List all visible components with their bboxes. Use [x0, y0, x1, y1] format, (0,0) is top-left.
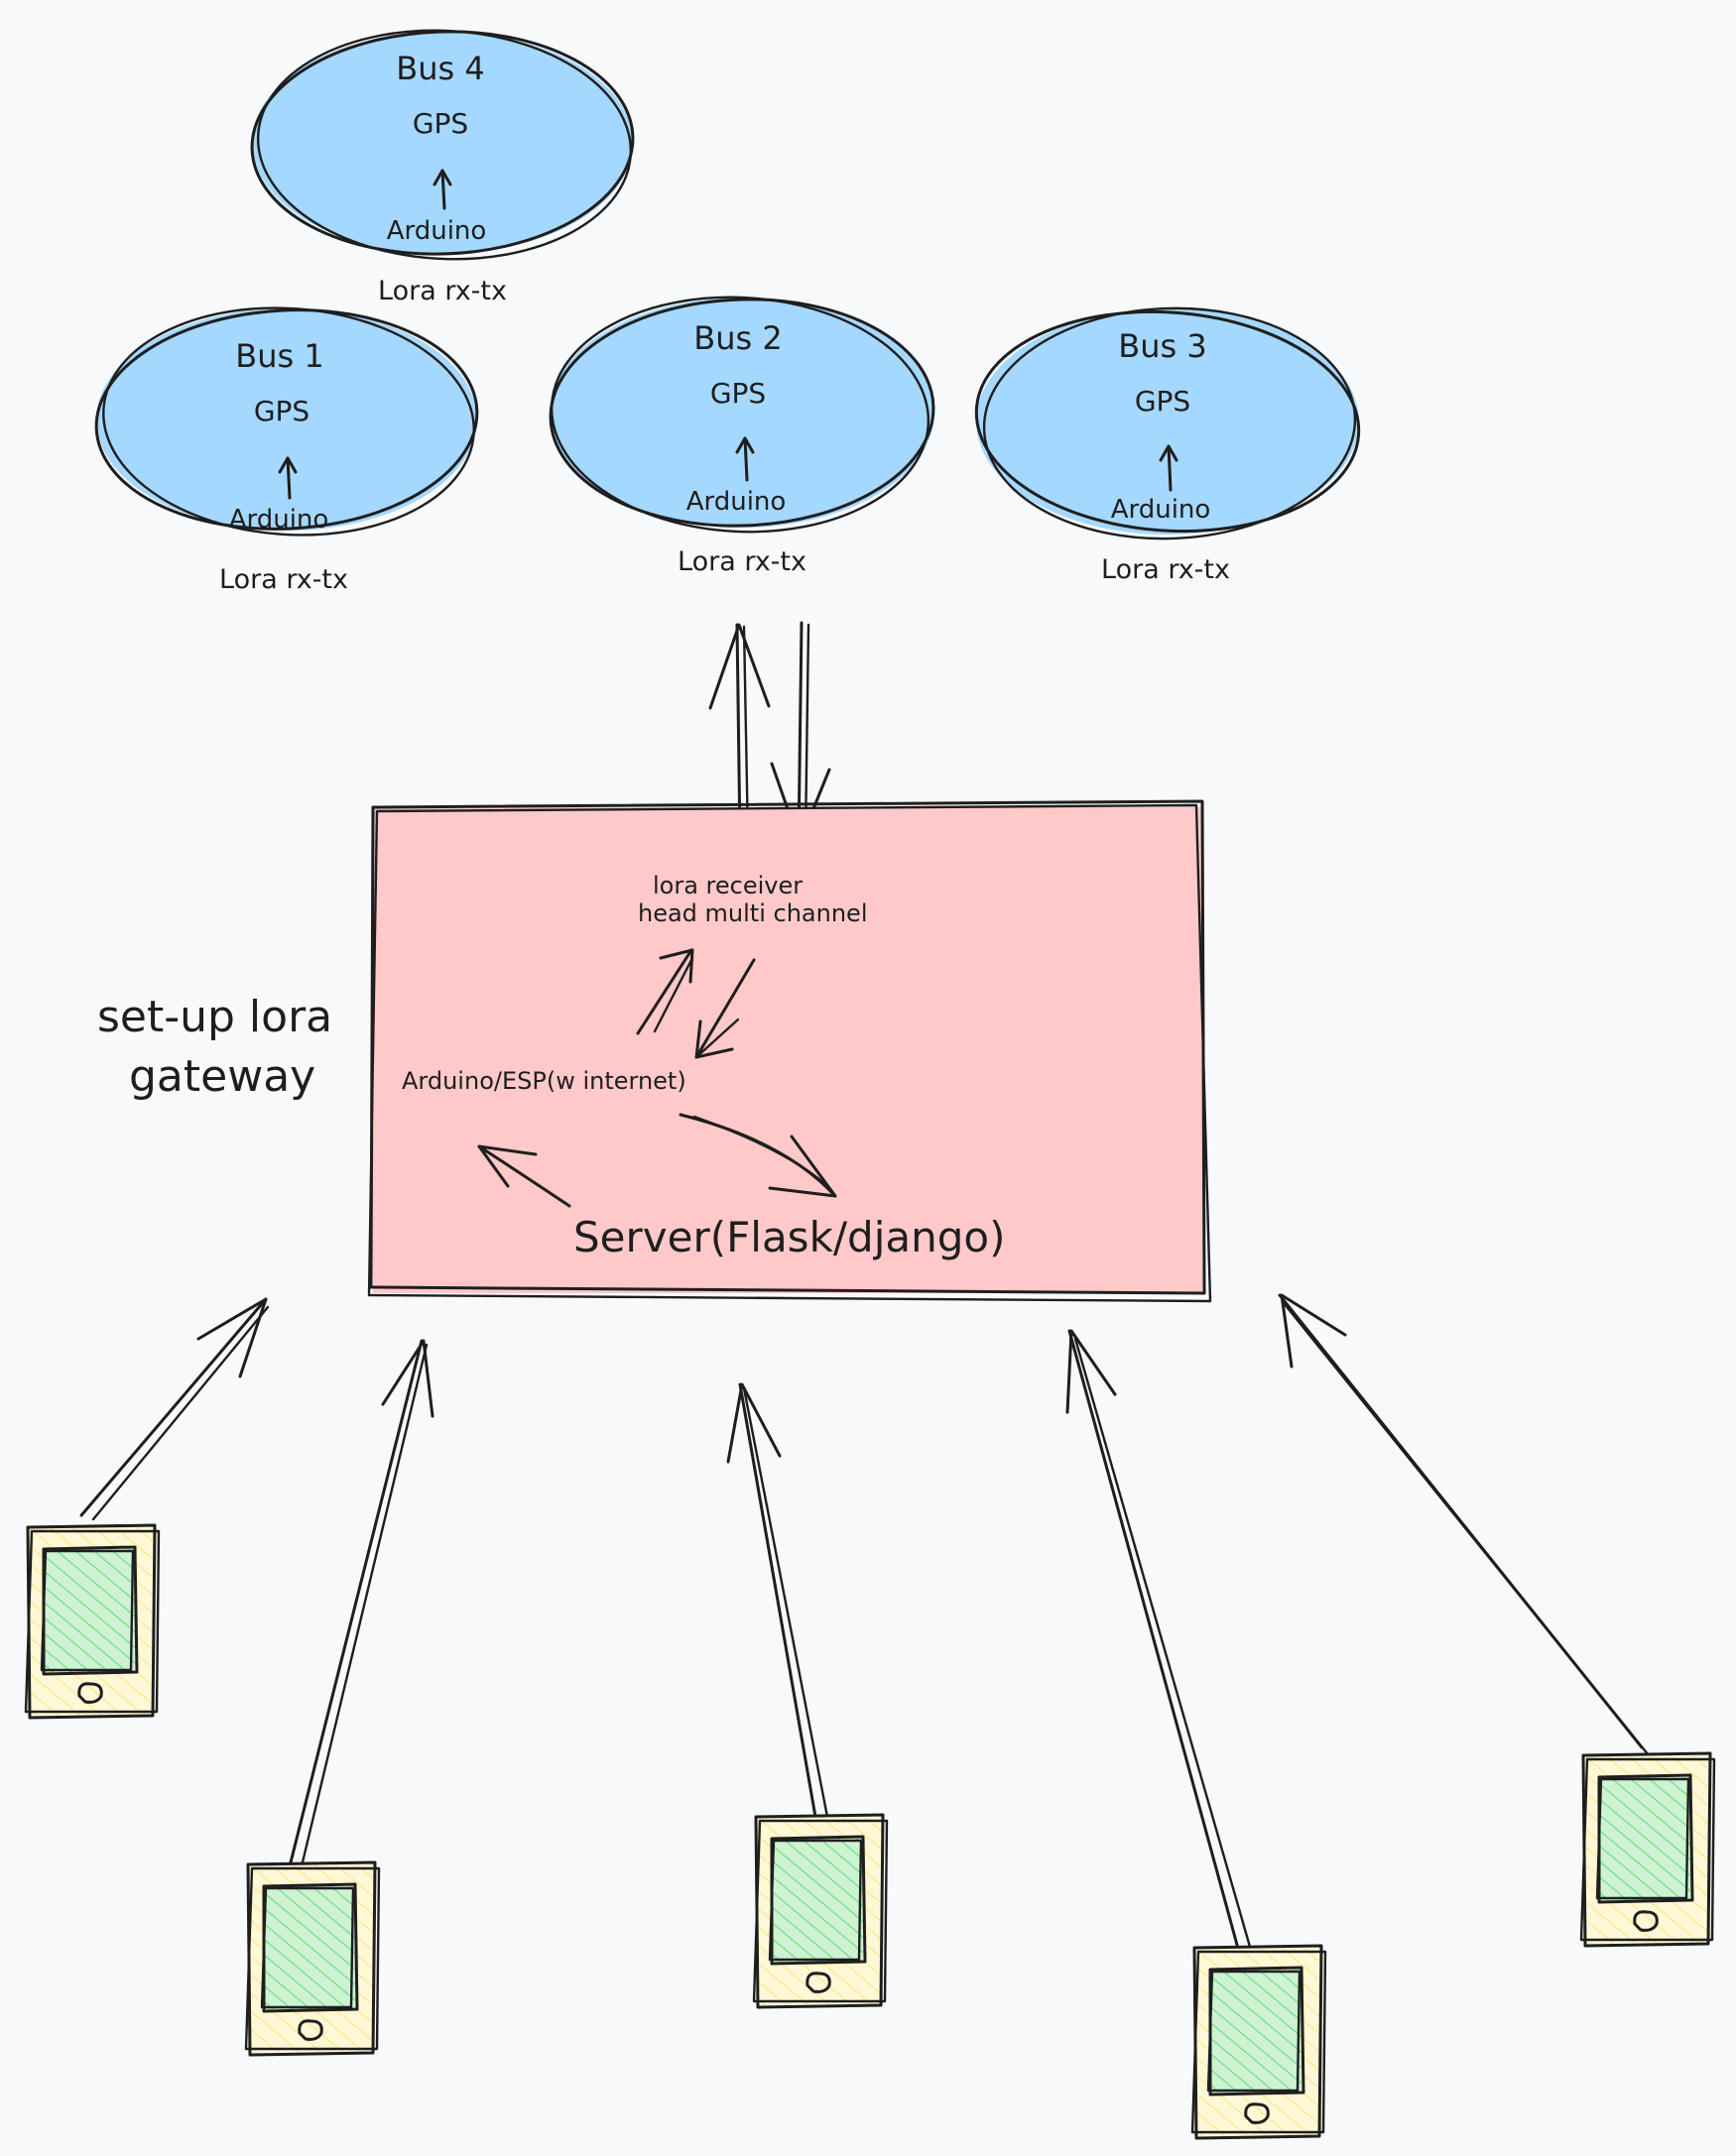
phone-3-arrow [726, 1382, 829, 1819]
bus-3-arduino: Arduino [1111, 495, 1211, 525]
bus-1-lora: Lora rx-tx [219, 564, 348, 595]
lora-gateway-box: lora receiver head multi channel Arduino… [367, 799, 1212, 1303]
smartphone-icon [752, 1813, 889, 2009]
bus-2-node: Bus 2 GPS Arduino [549, 296, 935, 534]
phone-5-arrow [1278, 1293, 1651, 1757]
bus-3-lora: Lora rx-tx [1101, 554, 1230, 585]
bus-4-gps: GPS [413, 107, 468, 140]
smartphone-icon [1579, 1751, 1716, 1948]
bus-2-lora: Lora rx-tx [678, 546, 806, 577]
bus-2-title: Bus 2 [693, 319, 782, 357]
bus-4-ellipse [252, 32, 633, 254]
bus-2-gps: GPS [710, 377, 766, 410]
bus-1-arrow-up [278, 456, 298, 500]
receiver-to-controller-arrows [636, 948, 756, 1059]
bus-1-gps: GPS [254, 395, 310, 427]
bus-4-node: Bus 4 GPS Arduino [250, 29, 635, 261]
lora-receiver-line2: head multi channel [638, 899, 867, 927]
server-label: Server(Flask/django) [573, 1213, 1005, 1261]
bus-3-title: Bus 3 [1118, 327, 1206, 365]
bus-4-title: Bus 4 [396, 50, 484, 87]
lora-receiver-line1: lora receiver [653, 872, 803, 899]
smartphone-icon [244, 1860, 381, 2057]
gateway-rect [373, 807, 1202, 1293]
bus-3-arrow-up [1159, 444, 1178, 492]
bus-2-ellipse [550, 298, 934, 528]
phone-2-arrow [288, 1339, 434, 1868]
bus-4-lora: Lora rx-tx [378, 276, 507, 306]
bus-2-arduino: Arduino [686, 487, 787, 517]
controller-to-server-arrow [679, 1113, 837, 1198]
bus-4-arduino: Arduino [387, 216, 487, 246]
bus-2-arrow-up [735, 436, 755, 482]
smartphone-icon [1190, 1944, 1327, 2140]
bus-1-ellipse [96, 308, 477, 531]
bus-3-gps: GPS [1135, 385, 1190, 418]
bus-3-ellipse [976, 308, 1359, 535]
bus-1-title: Bus 1 [235, 337, 323, 375]
bus-1-node: Bus 1 GPS Arduino [94, 306, 479, 537]
controller-label: Arduino/ESP(w internet) [402, 1067, 686, 1095]
bus-4-arrow-up [433, 169, 452, 210]
bus-3-node: Bus 3 GPS Arduino [974, 306, 1361, 540]
phone-4-arrow [1065, 1329, 1254, 1958]
setup-label-line1: set-up lora [97, 992, 332, 1042]
phone-1-arrow [79, 1297, 270, 1521]
smartphone-icon [24, 1523, 161, 1720]
bus-1-arduino: Arduino [229, 505, 329, 535]
server-to-controller-arrow [477, 1144, 571, 1208]
setup-label-line2: gateway [129, 1051, 315, 1102]
